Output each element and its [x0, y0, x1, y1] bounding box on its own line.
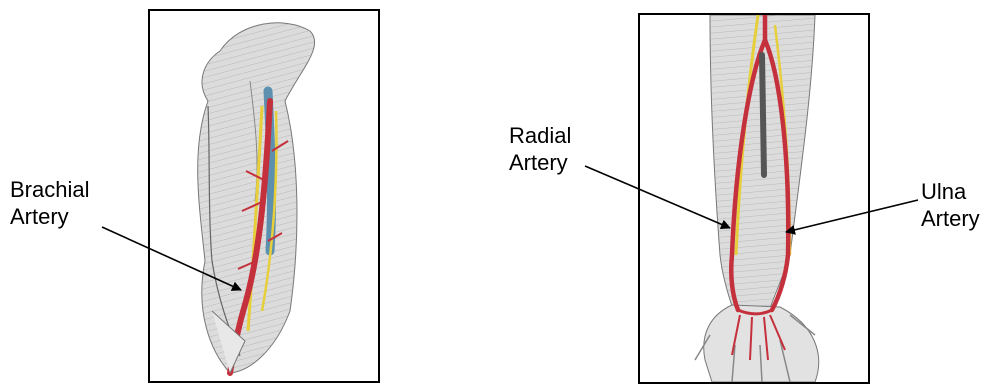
radial-arrow [585, 166, 730, 228]
ulna-arrow [786, 200, 918, 232]
brachial-arrow [102, 227, 241, 290]
